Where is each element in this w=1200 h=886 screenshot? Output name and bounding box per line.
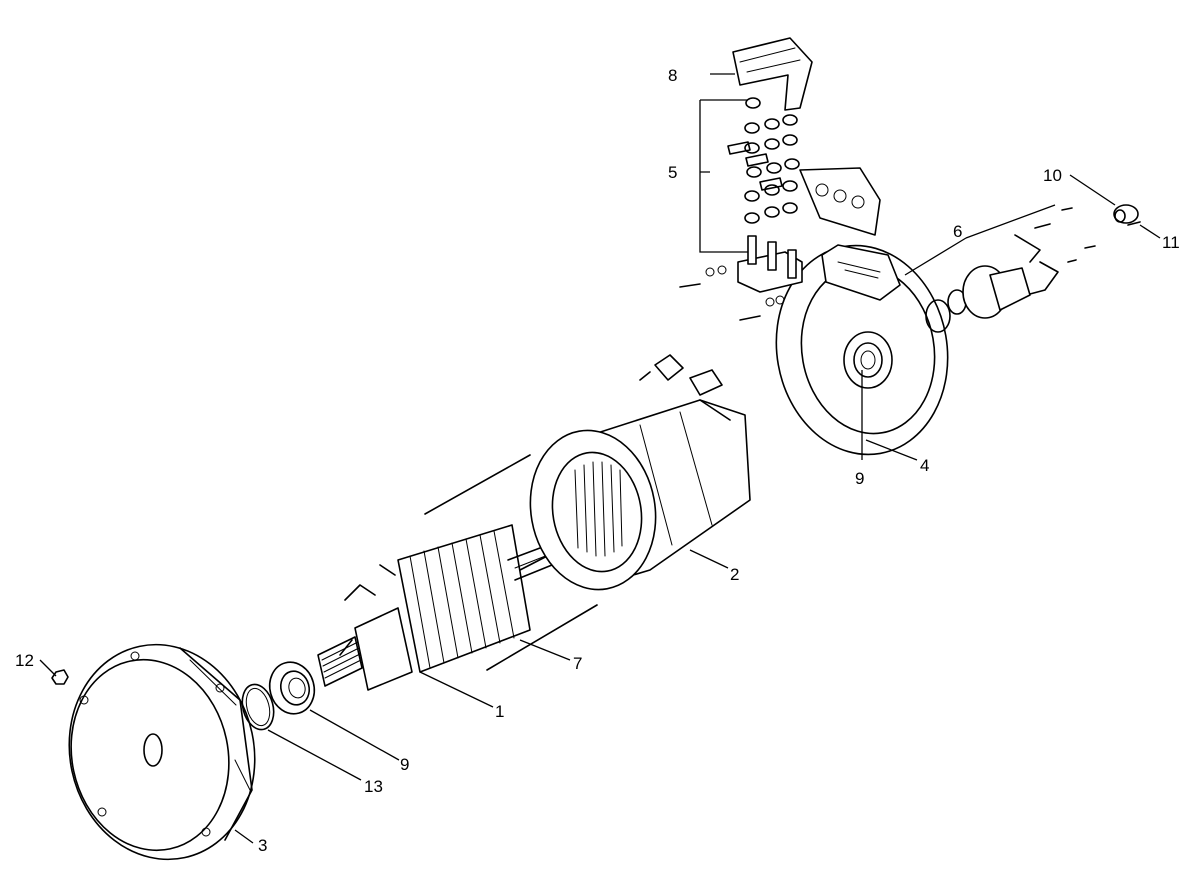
leader-lines [39,73,1161,844]
terminal-cover [732,37,813,111]
callout-labels: 1 2 3 4 5 6 7 8 9 9 10 11 12 13 [15,66,1180,855]
stator [529,354,751,591]
pin [1127,221,1141,226]
o-ring [241,683,275,731]
nut [51,669,69,685]
callout-10: 10 [1043,166,1062,185]
callout-1: 1 [495,702,504,721]
callout-3: 3 [258,836,267,855]
callout-11: 11 [1162,233,1180,252]
rear-housing [775,244,949,456]
callout-9-rear: 9 [855,469,864,488]
bushing [1113,204,1139,224]
callout-4: 4 [920,456,929,475]
front-end-cover [68,643,256,861]
callout-6: 6 [953,222,962,241]
callout-8: 8 [668,66,677,85]
callout-5: 5 [668,163,677,182]
callout-9-front: 9 [400,755,409,774]
callout-12: 12 [15,651,34,670]
terminal-block [679,97,881,321]
front-bearing [268,661,316,715]
rotor [317,524,553,691]
callout-2: 2 [730,565,739,584]
callout-13: 13 [364,777,383,796]
callout-7: 7 [573,654,582,673]
rear-bearing-parts [925,207,1096,333]
